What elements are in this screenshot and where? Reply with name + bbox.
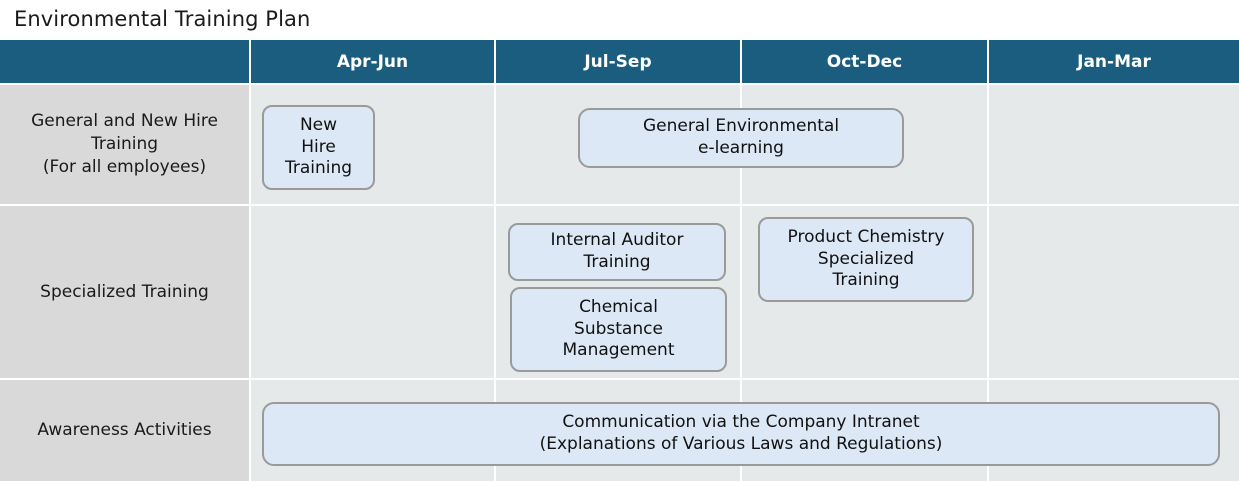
header-cell-oct-dec[interactable]: Oct-Dec: [742, 40, 987, 83]
item-line-2: Substance: [574, 318, 663, 339]
item-line-2: Training: [583, 252, 651, 272]
item-product-chemistry-specialized-training[interactable]: Product Chemistry Specialized Training: [758, 217, 974, 302]
item-communication-via-company-intranet[interactable]: Communication via the Company Intranet (…: [262, 402, 1220, 466]
item-line-1: Internal Auditor: [550, 230, 684, 251]
cell-specialized-aprjun: [251, 206, 494, 378]
item-line-1: Product Chemistry: [787, 226, 945, 247]
row-label-line-3: (For all employees): [42, 156, 207, 177]
row-label-specialized-training: Specialized Training: [0, 206, 249, 378]
row-label-line-1: General and New Hire: [31, 111, 218, 132]
item-internal-auditor-training[interactable]: Internal Auditor Training: [508, 223, 726, 281]
item-chemical-substance-management[interactable]: Chemical Substance Management: [510, 287, 727, 372]
header-cell-jul-sep[interactable]: Jul-Sep: [496, 40, 740, 83]
header-cell-apr-jun[interactable]: Apr-Jun: [251, 40, 494, 83]
cell-general-janmar: [989, 85, 1239, 204]
item-line-1: Communication via the Company Intranet: [562, 412, 920, 433]
page-title: Environmental Training Plan: [14, 7, 311, 31]
item-line-1: General Environmental: [642, 116, 840, 137]
table-header-row: Apr-Jun Jul-Sep Oct-Dec Jan-Mar: [0, 40, 1239, 83]
item-line-1: New: [299, 114, 338, 135]
item-line-1: Chemical: [579, 296, 658, 317]
training-plan-table: Apr-Jun Jul-Sep Oct-Dec Jan-Mar General …: [0, 40, 1239, 481]
item-new-hire-training[interactable]: New Hire Training: [262, 105, 375, 190]
header-corner-cell: [0, 40, 249, 83]
row-label-line-1: Specialized Training: [40, 281, 209, 302]
item-line-3: Training: [832, 270, 900, 291]
row-label-line-2: Training: [90, 134, 159, 155]
item-line-2: Hire: [301, 136, 336, 157]
row-label-general-and-new-hire-training: General and New Hire Training (For all e…: [0, 85, 249, 204]
item-general-environmental-e-learning[interactable]: General Environmental e-learning: [578, 108, 904, 168]
cell-specialized-janmar: [989, 206, 1239, 378]
header-cell-jan-mar[interactable]: Jan-Mar: [989, 40, 1239, 83]
item-line-2: e-learning: [698, 138, 784, 158]
item-line-2: Specialized: [817, 248, 915, 269]
item-line-3: Training: [284, 158, 353, 179]
item-line-3: Management: [562, 340, 675, 361]
item-line-2: (Explanations of Various Laws and Regula…: [539, 434, 943, 454]
row-label-line-1: Awareness Activities: [37, 420, 212, 441]
row-label-awareness-activities: Awareness Activities: [0, 380, 249, 481]
